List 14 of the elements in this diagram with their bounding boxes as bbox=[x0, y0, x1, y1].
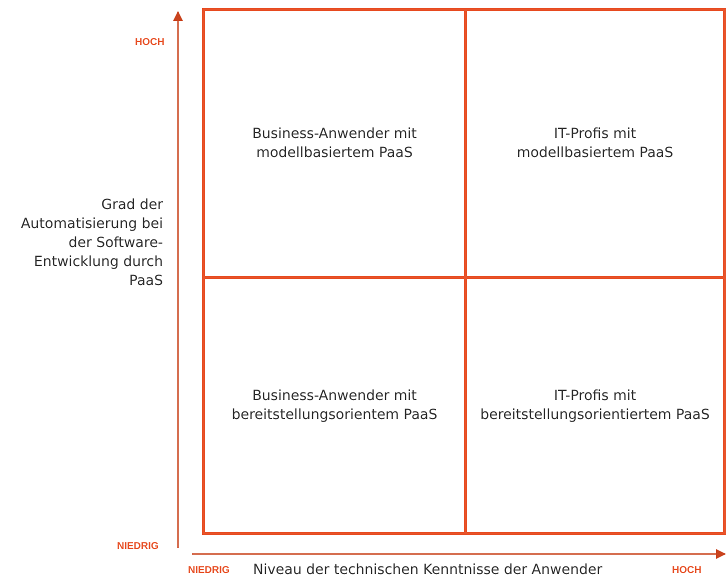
axis-title: Niveau der technischen Kenntnisse der Anwender bbox=[253, 561, 602, 580]
axis-level-label: HOCH bbox=[135, 37, 164, 48]
quadrant-text: Business-Anwender mit modellbasiertem PaaS bbox=[251, 124, 418, 162]
quadrant-text: IT-Profis mit modellbasiertem PaaS bbox=[516, 124, 674, 162]
axis-level-label: NIEDRIG bbox=[188, 565, 230, 576]
quadrant-box bbox=[464, 276, 726, 535]
axis-level-label: NIEDRIG bbox=[117, 541, 159, 552]
quadrant-text: IT-Profis mit bereitstellungsorientiertem PaaS bbox=[479, 386, 711, 424]
quadrant-box bbox=[202, 8, 467, 279]
axis-level-label: HOCH bbox=[672, 565, 702, 576]
quadrant-text: Business-Anwender mit bereitstellungsorientem PaaS bbox=[230, 386, 438, 424]
axis-title: Grad der Automatisierung bei der Software-Entwicklung durch PaaS bbox=[20, 196, 163, 291]
quadrant-box bbox=[464, 8, 726, 279]
quadrant-box bbox=[202, 276, 467, 535]
